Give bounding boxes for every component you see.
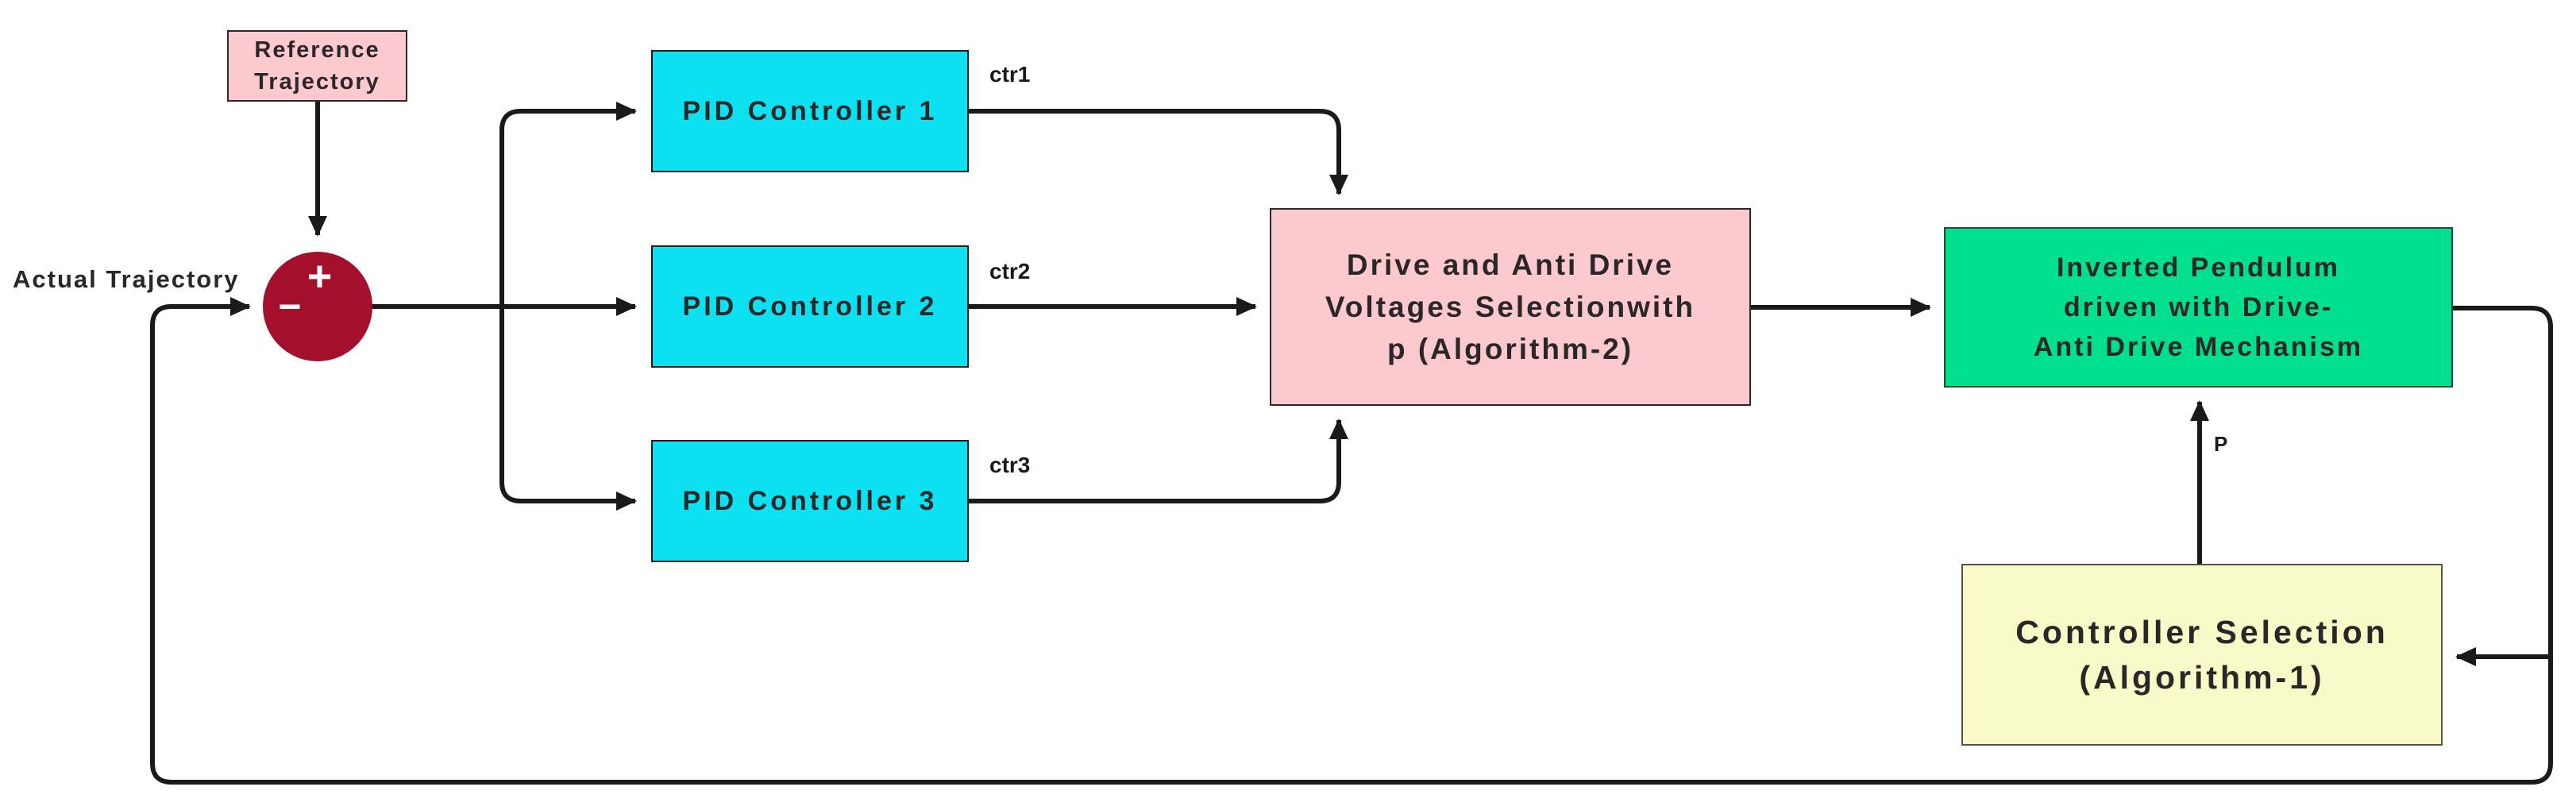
wire-label-ctr1: ctr1 [989, 62, 1031, 87]
drive-voltage-selection-box: Drive and Anti Drive Voltages Selectionw… [1270, 208, 1751, 406]
plus-sign: + [307, 253, 333, 300]
minus-sign: − [278, 284, 302, 329]
selector-box-line1: Controller Selection [2015, 613, 2389, 650]
wire-branch-to-pid3 [499, 307, 637, 511]
pid-controller-2-label: PID Controller 2 [682, 291, 938, 322]
reference-trajectory-box: Reference Trajectory [227, 30, 407, 102]
wire-feedback-loop [150, 297, 2553, 785]
pid-controller-1-label: PID Controller 1 [682, 95, 938, 126]
pid-controller-3-box: PID Controller 3 [651, 440, 969, 562]
pendulum-box-line1: Inverted Pendulum [2056, 253, 2341, 283]
pendulum-box-line3: Anti Drive Mechanism [2033, 332, 2364, 362]
wire-ctr3 [969, 418, 1348, 503]
controller-selection-box: Controller Selection (Algorithm-1) [1961, 564, 2443, 746]
sum-junction: + − [263, 252, 372, 361]
reference-trajectory-line1: Reference [254, 37, 380, 63]
actual-trajectory-label: Actual Trajectory [13, 265, 240, 293]
selector-box-line2: (Algorithm-1) [2079, 658, 2325, 696]
wire-label-p: P [2214, 432, 2228, 456]
drive-box-line3: p (Algorithm-2) [1386, 333, 1634, 365]
reference-trajectory-line2: Trajectory [254, 69, 380, 94]
pid-controller-3-label: PID Controller 3 [682, 485, 938, 516]
drive-box-line1: Drive and Anti Drive [1346, 249, 1675, 281]
wire-branch-to-pid1 [499, 102, 637, 307]
drive-box-line2: Voltages Selectionwith [1325, 291, 1696, 323]
pid-controller-1-box: PID Controller 1 [651, 50, 969, 172]
inverted-pendulum-box: Inverted Pendulum driven with Drive- Ant… [1944, 227, 2453, 388]
wire-label-ctr3: ctr3 [989, 453, 1031, 477]
wire-label-ctr2: ctr2 [989, 259, 1031, 283]
pendulum-box-line2: driven with Drive- [2063, 292, 2334, 322]
pid-controller-2-box: PID Controller 2 [651, 245, 969, 368]
wire-ctr1 [969, 109, 1348, 195]
